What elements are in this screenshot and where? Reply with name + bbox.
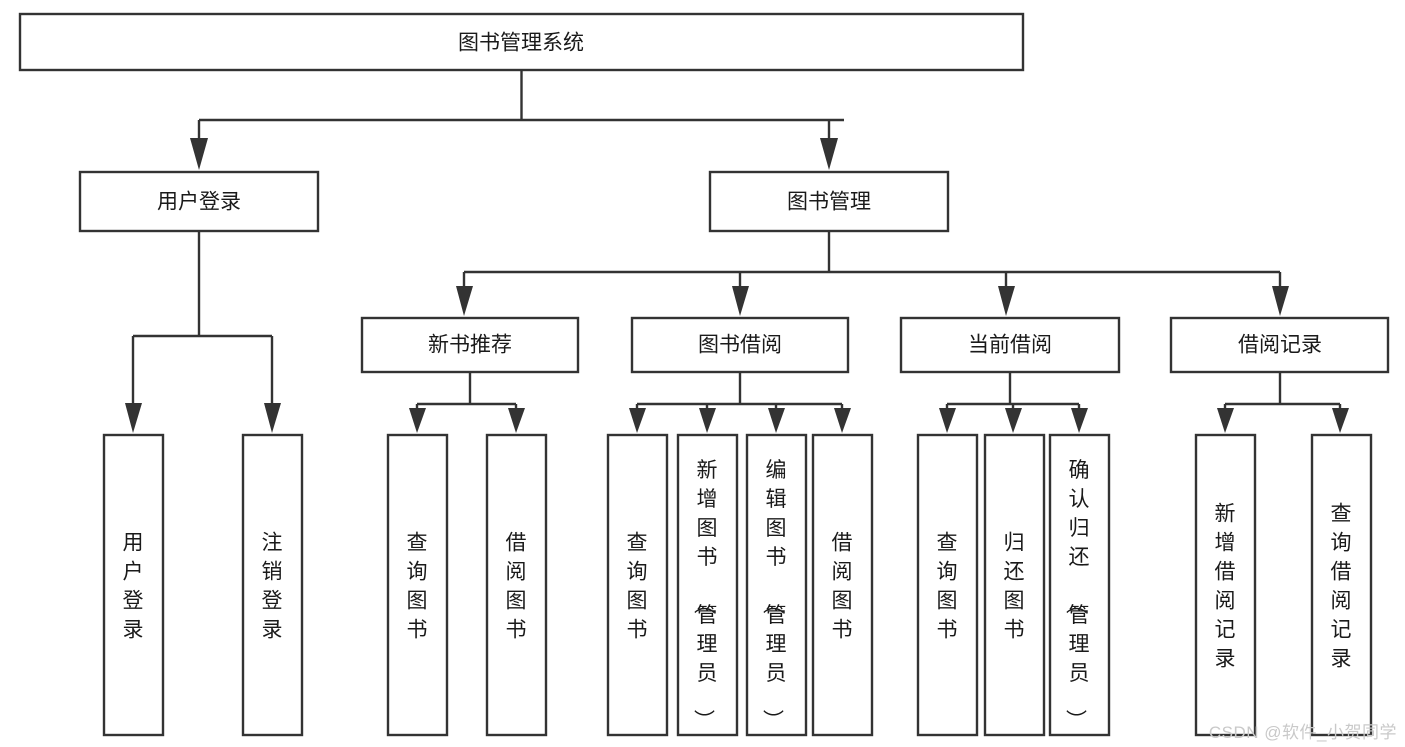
arrowhead-leaf-borrow-book-1: [508, 408, 525, 433]
node-box-leaf-add-record: [1194, 433, 1257, 737]
node-leaf-borrow-book-1[interactable]: 借阅图书: [485, 433, 548, 737]
node-box-leaf-query-book-1: [386, 433, 449, 737]
node-label-current-borrow: 当前借阅: [968, 334, 1052, 357]
arrowhead-leaf-confirm-return: [1071, 408, 1088, 433]
node-label-leaf-query-book-3: 查询图书: [937, 532, 958, 642]
node-label-leaf-query-book-1: 查询图书: [407, 532, 428, 642]
arrowhead-leaf-query-book-3: [939, 408, 956, 433]
node-box-leaf-borrow-book-2: [811, 433, 874, 737]
node-label-leaf-add-record: 新增借阅记录: [1215, 503, 1236, 671]
arrowhead-leaf-return-book: [1005, 408, 1022, 433]
arrowhead-leaf-query-record: [1332, 408, 1349, 433]
node-leaf-borrow-book-2[interactable]: 借阅图书: [811, 433, 874, 737]
node-leaf-query-book-3[interactable]: 查询图书: [916, 433, 979, 737]
node-root-system[interactable]: 图书管理系统: [18, 12, 1025, 72]
arrowhead-book-manage: [820, 138, 838, 170]
arrowhead-leaf-borrow-book-2: [834, 408, 851, 433]
arrowhead-leaf-query-book-1: [409, 408, 426, 433]
node-label-leaf-user-logout: 注销登录: [262, 532, 283, 642]
node-box-book-borrow: [630, 316, 850, 374]
node-label-leaf-query-record: 查询借阅记录: [1331, 503, 1352, 671]
node-leaf-confirm-return[interactable]: 确认归还（管理员）: [1048, 433, 1111, 737]
node-label-leaf-borrow-book-2: 借阅图书: [832, 532, 853, 642]
node-box-leaf-query-record: [1310, 433, 1373, 737]
node-label-leaf-confirm-return: 确认归还（管理员）: [1064, 459, 1090, 730]
arrowhead-new-book-rec: [456, 286, 473, 316]
node-leaf-query-book-2[interactable]: 查询图书: [606, 433, 669, 737]
node-box-leaf-user-login: [102, 433, 165, 737]
node-new-book-rec[interactable]: 新书推荐: [360, 316, 580, 374]
arrowhead-book-borrow: [732, 286, 749, 316]
node-borrow-records[interactable]: 借阅记录: [1169, 316, 1390, 374]
arrowhead-current-borrow: [998, 286, 1015, 316]
node-label-book-borrow: 图书借阅: [698, 334, 782, 357]
node-box-leaf-borrow-book-1: [485, 433, 548, 737]
node-box-borrow-records: [1169, 316, 1390, 374]
node-label-leaf-edit-book: 编辑图书（管理员）: [761, 459, 787, 730]
node-box-leaf-return-book: [983, 433, 1046, 737]
arrowhead-user-login: [190, 138, 208, 170]
arrowhead-borrow-records: [1272, 286, 1289, 316]
node-box-new-book-rec: [360, 316, 580, 374]
csdn-watermark: CSDN @软件_小贺同学: [1208, 723, 1397, 742]
node-box-leaf-confirm-return: [1048, 433, 1111, 737]
node-label-new-book-rec: 新书推荐: [428, 334, 512, 357]
node-book-manage[interactable]: 图书管理: [708, 170, 950, 233]
node-label-root: 图书管理系统: [458, 32, 584, 55]
arrowhead-leaf-user-logout: [264, 403, 281, 433]
node-label-leaf-query-book-2: 查询图书: [627, 532, 648, 642]
node-box-user-login: [78, 170, 320, 233]
node-box-leaf-add-book: [676, 433, 739, 737]
connector-layer: [125, 70, 1349, 433]
node-label-book-manage: 图书管理: [787, 191, 871, 214]
node-leaf-user-logout[interactable]: 注销登录: [241, 433, 304, 737]
arrowhead-leaf-add-record: [1217, 408, 1234, 433]
arrowhead-leaf-add-book: [699, 408, 716, 433]
node-label-leaf-borrow-book-1: 借阅图书: [506, 532, 527, 642]
node-label-borrow-records: 借阅记录: [1238, 334, 1322, 357]
node-book-borrow[interactable]: 图书借阅: [630, 316, 850, 374]
node-label-leaf-user-login: 用户登录: [123, 532, 144, 642]
node-box-book-manage: [708, 170, 950, 233]
arrowhead-leaf-query-book-2: [629, 408, 646, 433]
node-label-user-login: 用户登录: [157, 191, 241, 214]
node-leaf-user-login[interactable]: 用户登录: [102, 433, 165, 737]
node-leaf-return-book[interactable]: 归还图书: [983, 433, 1046, 737]
node-leaf-add-book[interactable]: 新增图书（管理员）: [676, 433, 739, 737]
node-box-leaf-query-book-3: [916, 433, 979, 737]
node-box-leaf-query-book-2: [606, 433, 669, 737]
node-leaf-query-record[interactable]: 查询借阅记录: [1310, 433, 1373, 737]
node-leaf-query-book-1[interactable]: 查询图书: [386, 433, 449, 737]
node-box-leaf-edit-book: [745, 433, 808, 737]
node-label-leaf-return-book: 归还图书: [1004, 532, 1025, 642]
node-box-current-borrow: [899, 316, 1121, 374]
node-box-leaf-user-logout: [241, 433, 304, 737]
arrowhead-leaf-user-login: [125, 403, 142, 433]
arrowhead-leaf-edit-book: [768, 408, 785, 433]
node-current-borrow[interactable]: 当前借阅: [899, 316, 1121, 374]
node-leaf-edit-book[interactable]: 编辑图书（管理员）: [745, 433, 808, 737]
node-user-login[interactable]: 用户登录: [78, 170, 320, 233]
node-box-root: [18, 12, 1025, 72]
node-leaf-add-record[interactable]: 新增借阅记录: [1194, 433, 1257, 737]
node-label-leaf-add-book: 新增图书（管理员）: [692, 459, 718, 730]
